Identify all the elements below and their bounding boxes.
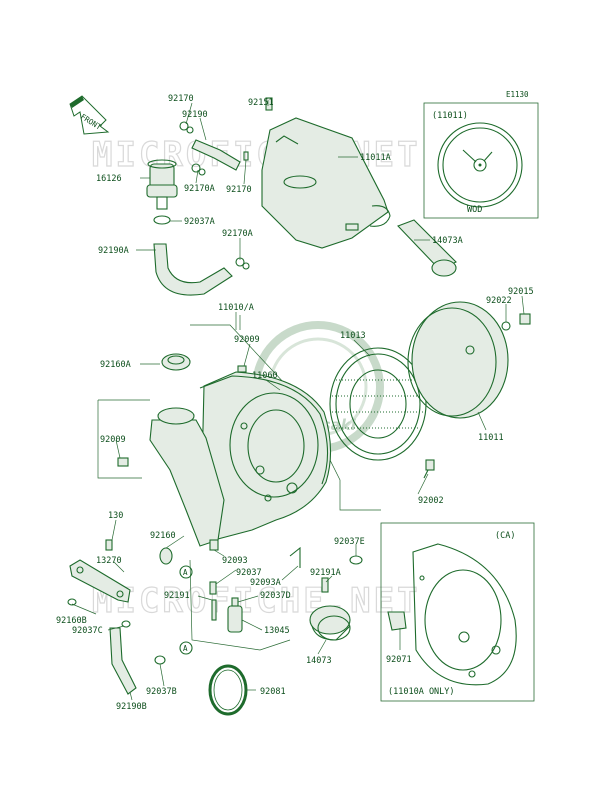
callout-92160b: 92160B — [56, 616, 87, 626]
callout-92170-mid: 92170 — [226, 185, 252, 195]
callout-92093: 92093 — [222, 556, 248, 566]
part-11060-gasket — [199, 375, 329, 485]
callout-92037c: 92037C — [72, 626, 103, 636]
callout-14073: 14073 — [306, 656, 332, 666]
ref-marker-a1: A — [179, 565, 193, 579]
diagram-code: E1130 — [506, 90, 529, 99]
part-92190a-hose — [153, 243, 233, 296]
callout-92009-left: 92009 — [100, 435, 126, 445]
part-92160-seal — [159, 547, 173, 565]
callout-92160: 92160 — [150, 531, 176, 541]
callout-92015: 92015 — [508, 287, 534, 297]
part-small-fittings — [67, 539, 363, 665]
callout-11011a: 11011A — [360, 153, 391, 163]
part-11011a-cover — [261, 117, 391, 249]
part-11011-cover — [407, 301, 509, 419]
callout-13045: 13045 — [264, 626, 290, 636]
part-92190-hose — [191, 139, 241, 171]
part-92009-bolt-top — [237, 365, 247, 373]
inset-ca: (CA) (11010A ONLY) — [380, 522, 535, 702]
callout-92037: 92037 — [236, 568, 262, 578]
callout-92170-top: 92170 — [168, 94, 194, 104]
callout-92170a-left: 92170A — [184, 184, 215, 194]
part-92160a-seal — [161, 353, 191, 371]
callout-92002: 92002 — [418, 496, 444, 506]
svg-text:A: A — [183, 644, 188, 653]
part-13270-bracket — [69, 539, 131, 603]
callout-92190b: 92190B — [116, 702, 147, 712]
callout-92037a: 92037A — [184, 217, 215, 227]
inset-ca-note: (11010A ONLY) — [388, 687, 455, 697]
inset-wod: (11011) WOD — [423, 102, 539, 219]
callout-92160a: 92160A — [100, 360, 131, 370]
ref-marker-a2: A — [179, 641, 193, 655]
leader-lines — [71, 100, 525, 701]
part-14073a-duct — [397, 219, 457, 277]
front-arrow-icon: FRONT — [69, 95, 110, 135]
callout-92151: 92151 — [248, 98, 274, 108]
callout-92191a: 92191A — [310, 568, 341, 578]
part-intake-elbow — [149, 407, 225, 547]
callout-92037d: 92037D — [260, 591, 291, 601]
clip-parts — [153, 97, 273, 270]
callout-130: 130 — [108, 511, 123, 521]
callout-92191: 92191 — [164, 591, 190, 601]
callout-92190a: 92190A — [98, 246, 129, 256]
callout-11011: 11011 — [478, 433, 504, 443]
callout-92022: 92022 — [486, 296, 512, 306]
part-14073-duct — [309, 605, 351, 641]
callout-labels: 92170 92151 92190 16126 92170A 92170 110… — [56, 94, 534, 712]
callout-92071: 92071 — [386, 655, 412, 665]
callout-13270: 13270 — [96, 556, 122, 566]
callout-92190: 92190 — [182, 110, 208, 120]
callout-14073a: 14073A — [432, 236, 463, 246]
part-92190b-hose — [109, 627, 137, 695]
callout-11060: 11060 — [252, 371, 278, 381]
part-16126-valve — [146, 159, 178, 210]
callout-92037e: 92037E — [334, 537, 365, 547]
callout-92081: 92081 — [260, 687, 286, 697]
part-92009-bolt-left — [117, 457, 129, 467]
part-92002-bolt — [423, 459, 435, 479]
part-11010a-backing-plate — [199, 371, 332, 541]
inset-wod-caption: WOD — [467, 205, 482, 215]
callout-92009-top: 92009 — [234, 335, 260, 345]
callout-11010a: 11010/A — [218, 303, 254, 313]
callout-92170a-lower: 92170A — [222, 229, 253, 239]
callout-16126: 16126 — [96, 174, 122, 184]
watermark-bottom: MICROFICHE.NET — [92, 581, 421, 621]
inset-wod-ref: (11011) — [432, 111, 468, 121]
svg-text:A: A — [183, 568, 188, 577]
callout-11013: 11013 — [340, 331, 366, 341]
part-11013-filter — [329, 347, 427, 461]
callout-92037b: 92037B — [146, 687, 177, 697]
callout-92093a: 92093A — [250, 578, 281, 588]
inset-ca-region: (CA) — [495, 531, 515, 541]
part-92081-o-ring — [208, 664, 248, 716]
